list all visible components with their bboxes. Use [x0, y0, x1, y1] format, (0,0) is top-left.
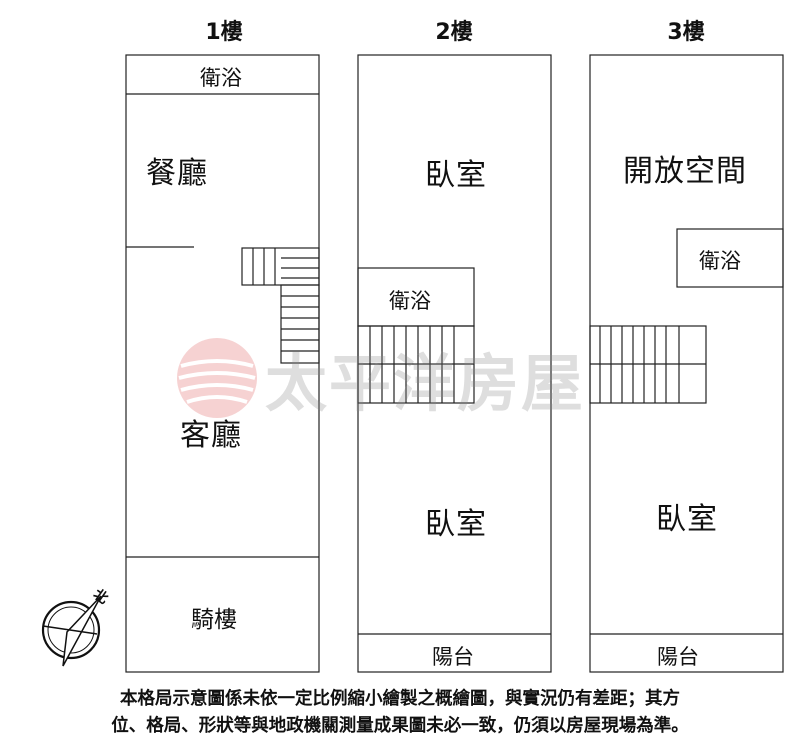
room-f3-open-space: 開放空間: [623, 154, 747, 189]
room-f2-bedroom-top: 臥室: [425, 158, 487, 193]
floor-2-stairs: [357, 325, 475, 404]
floor-label-3: 3樓: [667, 20, 705, 45]
floor-label-2: 2樓: [435, 20, 473, 45]
disclaimer-line-1: 本格局示意圖係未依一定比例縮小繪製之概繪圖，與實況仍有差距；其方: [120, 689, 680, 709]
floor-3-stairs: [589, 325, 707, 404]
floor-label-1: 1樓: [205, 20, 243, 45]
room-f3-bedroom: 臥室: [656, 502, 718, 537]
room-f2-balcony: 陽台: [432, 645, 474, 669]
compass-north-icon: [41, 595, 102, 667]
room-f2-bedroom-bottom: 臥室: [425, 507, 487, 542]
floor-1-stairs: [241, 247, 320, 364]
room-f1-bath: 衛浴: [200, 66, 242, 90]
room-f3-balcony: 陽台: [657, 645, 699, 669]
disclaimer-line-2: 位、格局、形狀等與地政機關測量成果圖未必一致，仍須以房屋現場為準。: [111, 716, 689, 736]
room-f2-bath: 衛浴: [389, 289, 431, 313]
room-f1-dining: 餐廳: [146, 156, 208, 191]
room-f1-living: 客廳: [180, 418, 242, 453]
room-f1-arcade: 騎樓: [191, 607, 237, 633]
floor-3-bath-wall: [676, 228, 784, 288]
room-f3-bath: 衛浴: [699, 249, 741, 273]
